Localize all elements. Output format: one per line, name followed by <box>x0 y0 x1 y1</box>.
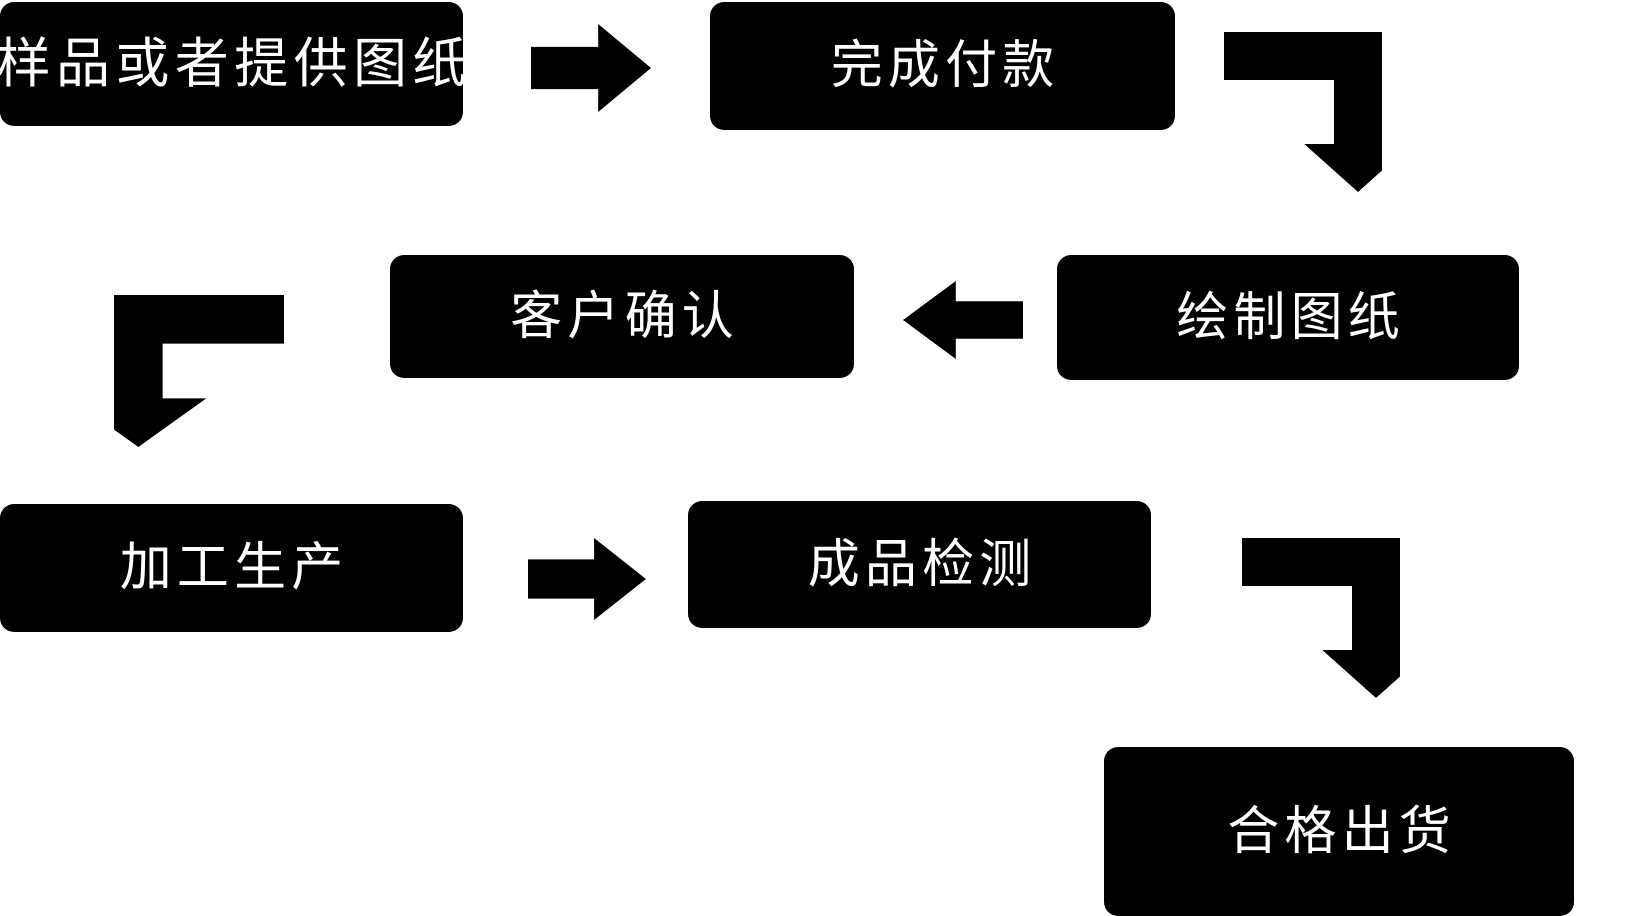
flow-node-qualified-shipment[interactable]: 合格出货 <box>1104 747 1574 916</box>
flow-node-sample-or-drawing[interactable]: 样品或者提供图纸 <box>0 2 466 126</box>
connector-arrow-payment-to-draw <box>1224 32 1382 192</box>
flow-node-draw-drawing[interactable]: 绘制图纸 <box>1057 255 1519 380</box>
connector-arrow-sample-to-payment <box>531 24 651 112</box>
flow-node-label: 加工生产 <box>119 538 349 598</box>
flow-node-label: 合格出货 <box>1227 801 1456 862</box>
connector-arrow-inspection-to-shipment <box>1242 538 1400 698</box>
flow-node-processing-production[interactable]: 加工生产 <box>0 504 463 632</box>
flow-node-label: 成品检测 <box>807 534 1037 595</box>
connector-arrow-draw-to-confirm <box>903 281 1023 359</box>
flow-node-label: 完成付款 <box>830 36 1060 96</box>
flow-node-label: 绘制图纸 <box>1176 287 1405 348</box>
flow-node-complete-payment[interactable]: 完成付款 <box>710 2 1175 130</box>
connector-arrow-production-to-inspection <box>528 538 646 620</box>
flow-node-label: 样品或者提供图纸 <box>0 32 472 95</box>
flow-node-finished-product-inspection[interactable]: 成品检测 <box>688 501 1151 628</box>
connector-arrow-confirm-to-production <box>114 295 284 447</box>
flow-node-label: 客户确认 <box>510 286 739 347</box>
flow-node-customer-confirm[interactable]: 客户确认 <box>390 255 854 378</box>
